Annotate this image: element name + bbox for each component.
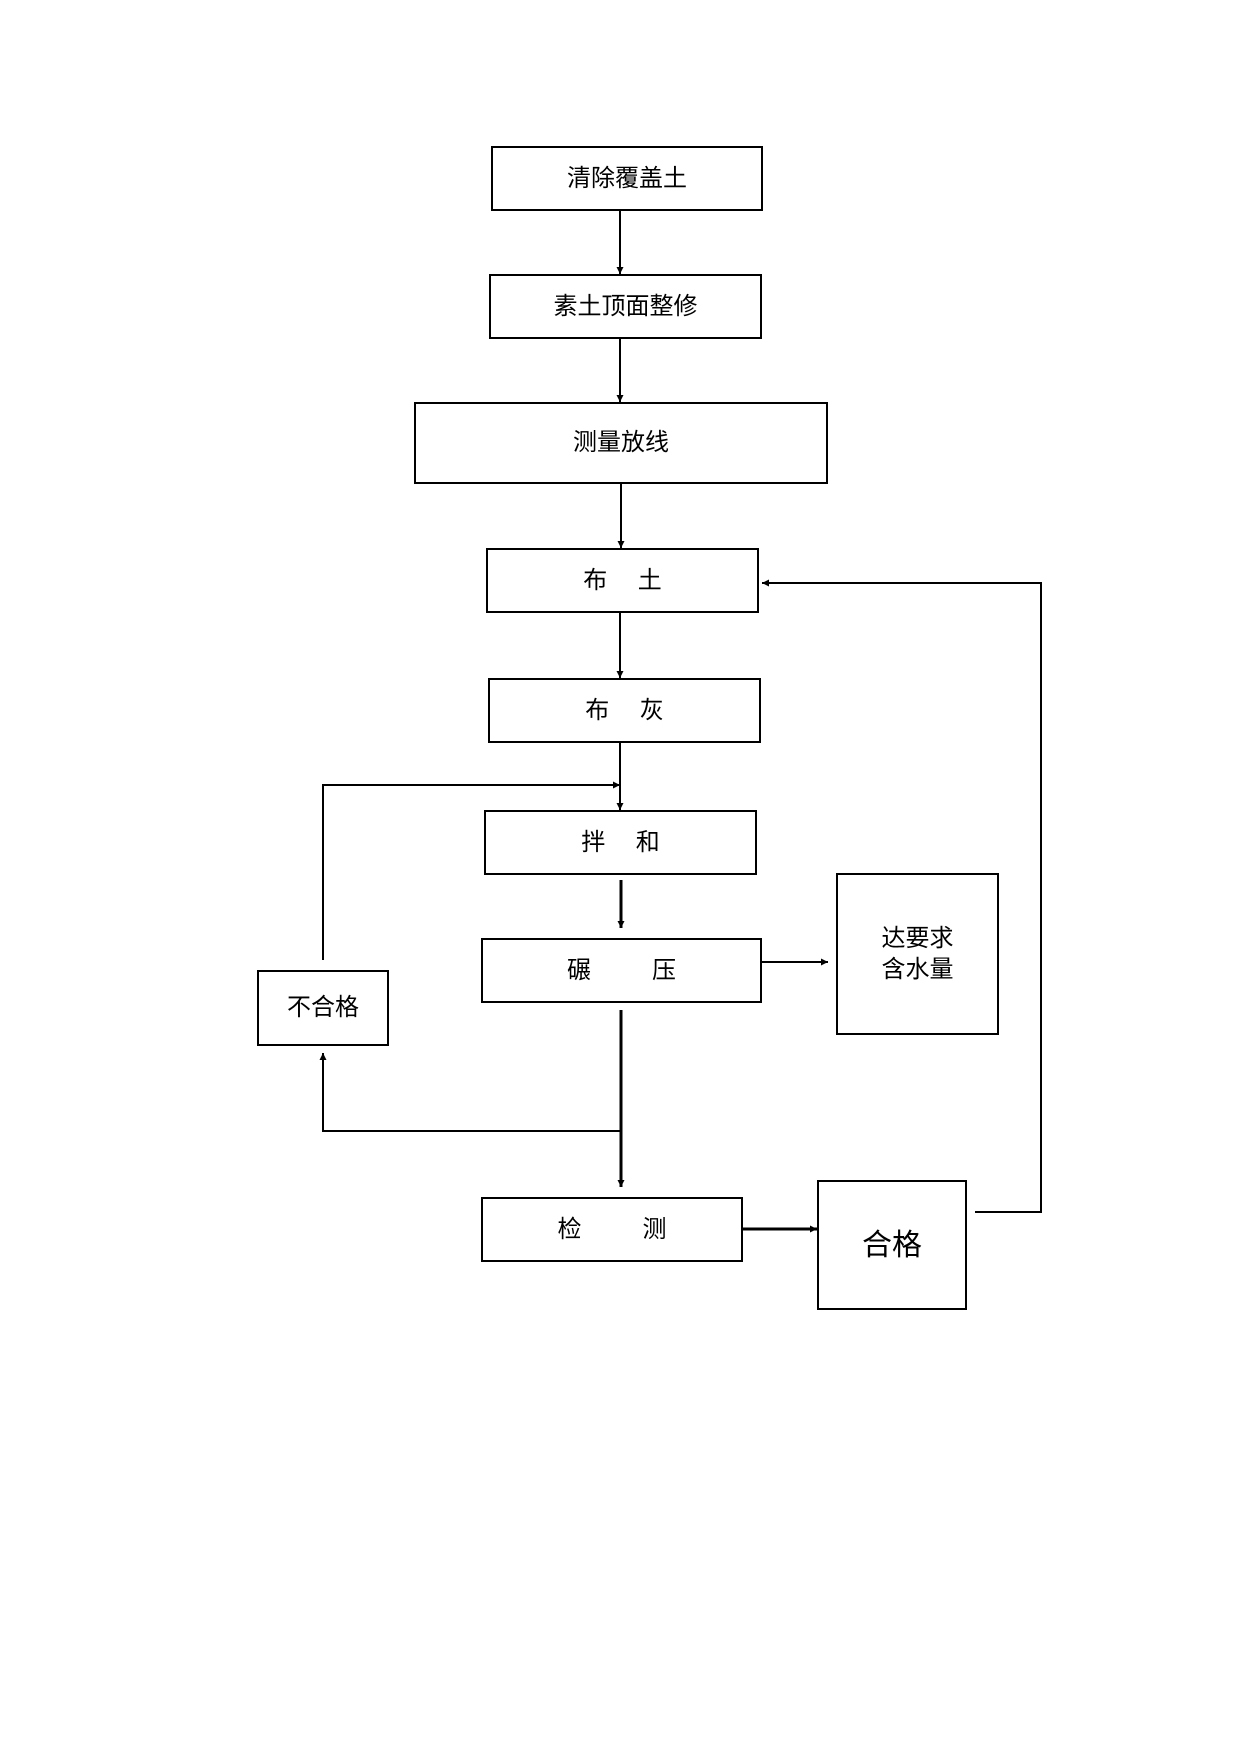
step-fail: 不合格 (257, 970, 389, 1046)
step-compact-label: 碾 压 (566, 955, 677, 984)
step-mix-label: 拌 和 (581, 827, 660, 856)
step-fail-label: 不合格 (287, 993, 359, 1022)
step-trim-soil-top: 素土顶面整修 (489, 274, 762, 339)
step-compact: 碾 压 (481, 938, 762, 1003)
step-moisture-requirement-label: 达要求 含水量 (881, 923, 954, 983)
step-clear-cover-soil: 清除覆盖土 (491, 146, 763, 211)
arrow-inspect-to-fail (319, 1053, 621, 1132)
step-spread-lime-label: 布 灰 (585, 695, 664, 724)
step-inspect-label: 检 测 (557, 1214, 667, 1243)
step-survey-layout-label: 测量放线 (573, 428, 669, 457)
step-spread-soil-label: 布 土 (583, 565, 662, 594)
step-clear-cover-soil-label: 清除覆盖土 (567, 163, 687, 192)
step-mix: 拌 和 (484, 810, 757, 875)
arrow-pass-to-soil (762, 579, 1042, 1213)
step-pass-label: 合格 (862, 1227, 922, 1263)
step-survey-layout: 测量放线 (414, 402, 828, 484)
step-moisture-requirement: 达要求 含水量 (836, 873, 999, 1035)
step-spread-lime: 布 灰 (488, 678, 761, 743)
step-trim-soil-top-label: 素土顶面整修 (553, 291, 698, 320)
step-inspect: 检 测 (481, 1197, 743, 1262)
step-pass: 合格 (817, 1180, 967, 1310)
step-spread-soil: 布 土 (486, 548, 759, 613)
arrow-fail-to-mix (322, 781, 620, 960)
